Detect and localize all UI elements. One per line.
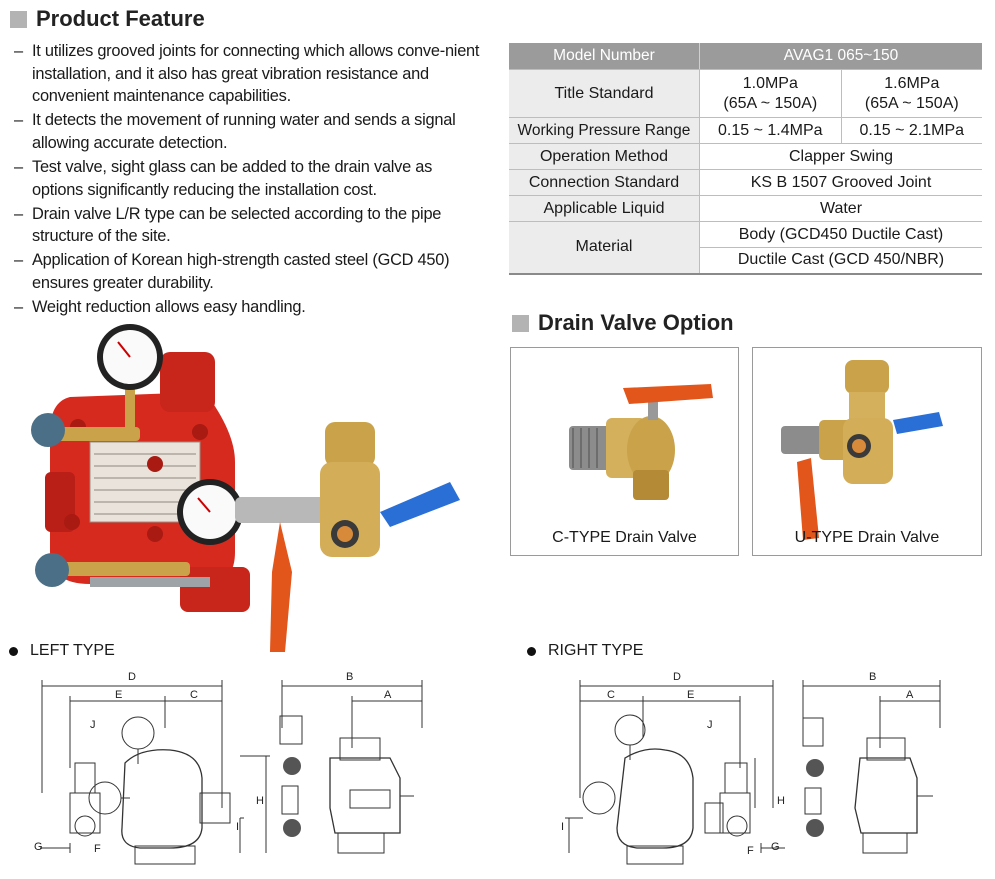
svg-text:H: H — [777, 795, 785, 807]
handwheel-icon — [283, 757, 301, 775]
working-pressure-1: 0.15 ~ 1.4MPa — [699, 117, 842, 144]
model-number-value: AVAG1 065~150 — [699, 43, 982, 70]
blue-handle-icon — [380, 482, 460, 527]
operation-method-label: Operation Method — [509, 143, 700, 170]
feature-item: Application of Korean high-strength cast… — [14, 249, 484, 294]
orange-handle-icon — [270, 522, 292, 652]
feature-item: Weight reduction allows easy handling. — [14, 296, 484, 319]
handwheel-icon — [31, 413, 65, 447]
applicable-liquid-label: Applicable Liquid — [509, 195, 700, 222]
alarm-valve-photo — [31, 324, 460, 652]
svg-text:I: I — [236, 821, 239, 833]
svg-text:J: J — [707, 719, 713, 731]
connection-standard-row: Connection Standard KS B 1507 Grooved Jo… — [509, 169, 982, 196]
operation-method-value: Clapper Swing — [699, 143, 982, 170]
orange-handle-icon — [797, 458, 819, 540]
svg-text:H: H — [256, 795, 264, 807]
spec-table: Model Number AVAG1 065~150 Title Standar… — [509, 43, 982, 275]
svg-text:A: A — [906, 689, 914, 701]
u-type-caption: U-TYPE Drain Valve — [794, 529, 940, 546]
valve-ball-body — [627, 416, 675, 484]
bullet-icon — [9, 646, 18, 656]
material-row: Material Body (GCD450 Ductile Cast) — [509, 221, 982, 275]
svg-text:D: D — [128, 671, 136, 683]
material-value-2: Ductile Cast (GCD 450/NBR) — [699, 247, 982, 275]
c-type-panel: C-TYPE Drain Valve — [510, 347, 739, 556]
spec-header-row: Model Number AVAG1 065~150 — [509, 43, 982, 70]
operation-method-row: Operation Method Clapper Swing — [509, 143, 982, 170]
u-type-panel: U-TYPE Drain Valve — [752, 347, 982, 556]
valve-top-port — [160, 352, 215, 412]
u-type-valve-image — [781, 360, 943, 540]
left-type-label: LEFT TYPE — [9, 642, 115, 660]
connection-standard-label: Connection Standard — [509, 169, 700, 196]
feature-item: Test valve, sight glass can be added to … — [14, 156, 484, 201]
title-standard-label: Title Standard — [509, 69, 700, 118]
left-type-drawing: D E C B A J H I G F — [34, 671, 423, 865]
working-pressure-2: 0.15 ~ 2.1MPa — [840, 117, 982, 144]
handwheel-icon — [806, 819, 824, 837]
drain-valve-option-title: Drain Valve Option — [512, 310, 734, 336]
svg-text:J: J — [90, 719, 96, 731]
feature-item: It utilizes grooved joints for connectin… — [14, 40, 484, 108]
model-number-label: Model Number — [509, 43, 700, 70]
svg-text:D: D — [673, 671, 681, 683]
svg-text:F: F — [94, 843, 101, 855]
c-type-valve-image — [569, 384, 713, 500]
handwheel-icon — [35, 553, 69, 587]
drain-union — [325, 422, 375, 467]
svg-text:B: B — [869, 671, 876, 683]
blue-handle-icon — [893, 412, 943, 434]
material-label: Material — [509, 221, 700, 275]
svg-text:C: C — [190, 689, 198, 701]
svg-text:C: C — [607, 689, 615, 701]
connection-standard-value: KS B 1507 Grooved Joint — [699, 169, 982, 196]
material-value-1: Body (GCD450 Ductile Cast) — [699, 221, 982, 248]
section-marker — [10, 10, 27, 28]
svg-text:E: E — [687, 689, 694, 701]
title-standard-1mpa: 1.0MPa (65A ~ 150A) — [699, 69, 842, 118]
applicable-liquid-row: Applicable Liquid Water — [509, 195, 982, 222]
svg-text:I: I — [561, 821, 564, 833]
material-row-2: Ductile Cast (GCD 450/NBR) — [509, 247, 982, 275]
valve-bottom-port — [180, 567, 250, 612]
title-standard-16mpa: 1.6MPa (65A ~ 150A) — [840, 69, 982, 118]
svg-text:A: A — [384, 689, 392, 701]
applicable-liquid-value: Water — [699, 195, 982, 222]
drain-connector — [235, 497, 335, 523]
svg-text:G: G — [771, 841, 780, 853]
title-standard-row: Title Standard 1.0MPa (65A ~ 150A) 1.6MP… — [509, 69, 982, 118]
drain-union — [845, 360, 889, 394]
product-feature-title: Product Feature — [10, 6, 205, 32]
section-marker — [512, 314, 529, 332]
feature-list: It utilizes grooved joints for connectin… — [14, 40, 484, 320]
handwheel-icon — [806, 759, 824, 777]
right-type-label: RIGHT TYPE — [527, 642, 643, 660]
thread-end — [781, 426, 825, 454]
right-type-drawing: D C E B A J H I G F — [561, 671, 941, 865]
svg-text:F: F — [747, 845, 754, 857]
feature-item: It detects the movement of running water… — [14, 109, 484, 154]
working-pressure-label: Working Pressure Range — [509, 117, 700, 144]
orange-handle-icon — [623, 384, 713, 404]
c-type-caption: C-TYPE Drain Valve — [552, 529, 697, 546]
feature-item: Drain valve L/R type can be selected acc… — [14, 203, 484, 248]
svg-text:B: B — [346, 671, 353, 683]
working-pressure-row: Working Pressure Range 0.15 ~ 1.4MPa 0.1… — [509, 117, 982, 144]
svg-text:G: G — [34, 841, 43, 853]
svg-text:E: E — [115, 689, 122, 701]
handwheel-icon — [283, 819, 301, 837]
bullet-icon — [527, 646, 536, 656]
